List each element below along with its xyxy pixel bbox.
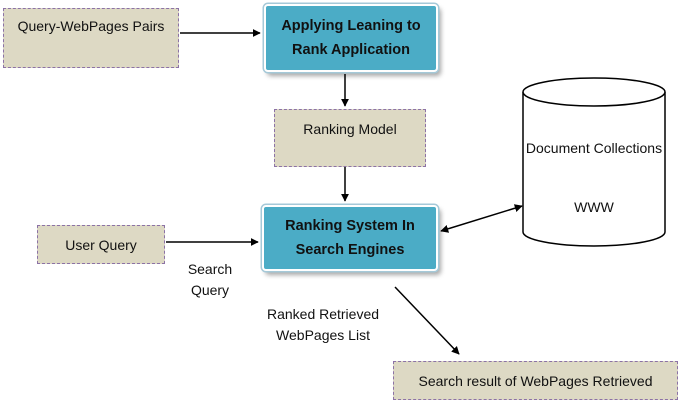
search-result-box: Search result of WebPages Retrieved [393,361,678,400]
apply-learning-to-rank-box: Applying Leaning to Rank Application [264,4,438,72]
ranking-system-label: Ranking System In Search Engines [285,218,415,258]
search-query-edge-label: Search Query [187,261,233,298]
query-webpages-pairs-label: Query-WebPages Pairs [17,18,165,34]
query-webpages-pairs-box: Query-WebPages Pairs [3,8,179,68]
arrow-system-to-documents [440,204,523,233]
document-collections-cylinder [522,77,666,247]
search-result-label: Search result of WebPages Retrieved [418,372,653,389]
ranked-retrieved-edge-label: Ranked Retrieved WebPages List [266,306,380,343]
www-label: WWW [574,199,614,215]
apply-learning-to-rank-label: Applying Leaning to Rank Application [281,18,421,58]
user-query-box: User Query [37,225,165,264]
document-collections-label: Document Collections [525,140,663,156]
ranking-model-label: Ranking Model [303,121,397,137]
ranking-model-box: Ranking Model [274,109,426,167]
arrow-system-to-result [394,286,460,355]
user-query-label: User Query [65,236,137,253]
ranking-system-box: Ranking System In Search Engines [262,205,438,271]
